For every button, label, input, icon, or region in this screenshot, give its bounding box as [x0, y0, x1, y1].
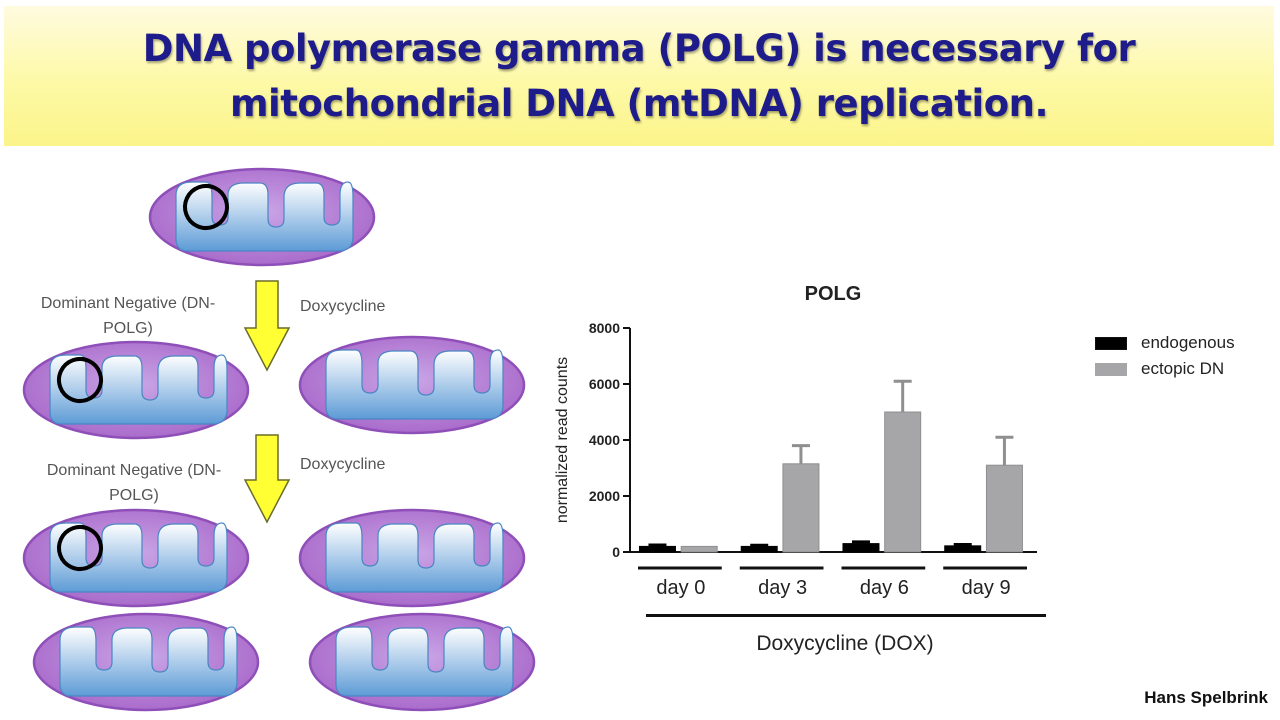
y-tick-label: 4000 — [589, 432, 620, 448]
legend-label-endogenous: endogenous — [1141, 333, 1235, 352]
legend-item-endogenous: endogenous — [1095, 330, 1280, 356]
mitochondrion-icon — [22, 340, 250, 440]
title-line-2: mitochondrial DNA (mtDNA) replication. — [229, 82, 1049, 125]
chart-title: POLG — [805, 283, 862, 305]
title-banner: DNA polymerase gamma (POLG) is necessary… — [4, 6, 1274, 146]
author-credit: Hans Spelbrink — [1144, 688, 1268, 707]
bar-endogenous-day-9 — [944, 545, 982, 553]
dn-polg-label: Dominant Negative (DN-POLG) — [46, 462, 222, 504]
x-tick-label: day 0 — [656, 577, 705, 599]
bar-ectopic-dn-day-0 — [680, 545, 718, 553]
chart-legend: endogenous ectopic DN — [1095, 330, 1280, 380]
bar-endogenous-day-6 — [842, 543, 880, 553]
mtdna-ring-icon — [183, 184, 229, 230]
bar-endogenous-day-0 — [638, 545, 676, 553]
mitochondrion-icon — [22, 508, 250, 608]
legend-swatch-endogenous — [1095, 336, 1127, 350]
y-tick-label: 2000 — [589, 488, 620, 504]
title-line-1: DNA polymerase gamma (POLG) is necessary… — [142, 27, 1136, 70]
polg-bar-chart: POLG normalized read counts 0 2000 4000 6000 8… — [545, 270, 1070, 630]
y-axis-label: normalized read counts — [554, 357, 571, 523]
mitochondrion-icon — [32, 612, 260, 712]
doxycycline-label: Doxycycline — [300, 456, 386, 473]
legend-label-ectopic-dn: ectopic DN — [1141, 359, 1225, 378]
bar-ectopic-dn-day-9 — [985, 464, 1023, 553]
doxycycline-bracket-line — [646, 614, 1046, 617]
down-arrow-icon — [243, 434, 291, 529]
doxycycline-label: Doxycycline — [300, 298, 386, 315]
mtdna-ring-icon — [57, 525, 103, 571]
doxycycline-axis-label: Doxycycline (DOX) — [756, 632, 934, 655]
legend-item-ectopic-dn: ectopic DN — [1095, 356, 1280, 382]
y-tick-label: 0 — [612, 544, 620, 560]
mitochondrion-icon — [308, 612, 536, 712]
slide-title: DNA polymerase gamma (POLG) is necessary… — [142, 21, 1136, 131]
bar-ectopic-dn-day-3 — [782, 463, 820, 553]
dn-polg-label: Dominant Negative (DN-POLG) — [40, 295, 216, 337]
bar-ectopic-dn-day-6 — [884, 411, 922, 553]
y-tick-label: 8000 — [589, 320, 620, 336]
mitochondrion-icon — [148, 167, 376, 267]
mitochondrion-icon — [298, 335, 526, 435]
mtdna-ring-icon — [57, 357, 103, 403]
x-tick-label: day 9 — [962, 577, 1011, 599]
x-tick-label: day 6 — [860, 577, 909, 599]
chart-canvas: POLG normalized read counts 0 2000 4000 6000 8… — [554, 283, 1037, 599]
bar-endogenous-day-3 — [740, 545, 778, 553]
y-tick-label: 6000 — [589, 376, 620, 392]
legend-swatch-ectopic-dn — [1095, 362, 1127, 376]
mitochondrion-icon — [298, 508, 526, 608]
x-tick-label: day 3 — [758, 577, 807, 599]
down-arrow-icon — [243, 280, 291, 377]
